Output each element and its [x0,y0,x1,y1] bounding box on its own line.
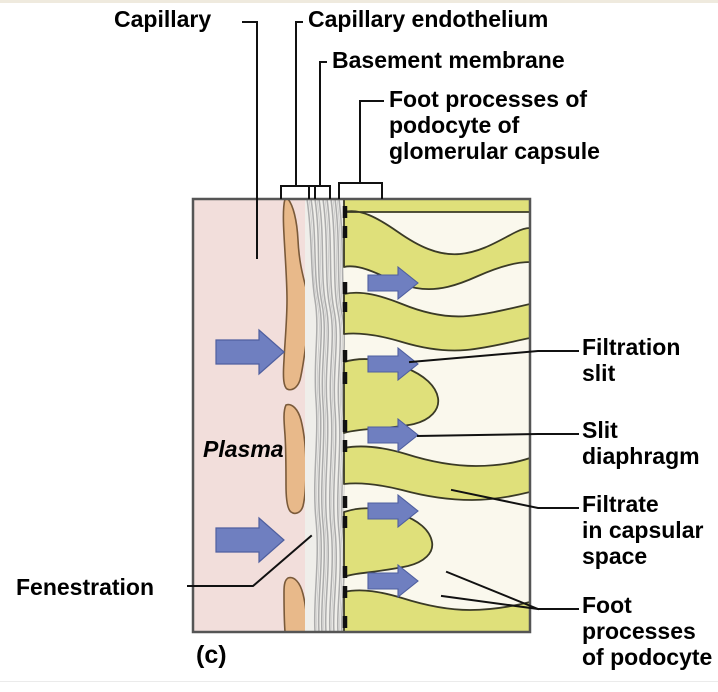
foot-process-4 [343,445,530,501]
leader-fenestration [187,534,313,587]
bracket-capillary-endothelium [280,185,316,199]
label-foot-processes-line3: glomerular capsule [389,138,600,164]
panel-label: (c) [196,641,227,669]
label-basement-membrane: Basement membrane [332,47,565,73]
label-fenestration: Fenestration [16,574,155,600]
bracket-basement-membrane [308,185,331,199]
label-filtration-slit-line2: slit [582,360,616,386]
leader-foot-processes-top [359,100,384,184]
bracket-foot-processes [338,182,383,199]
label-filtrate-line1: Filtrate [582,491,659,517]
leader-foot-processes-right-2 [445,570,540,611]
flow-arrow-plasma-2 [215,516,285,564]
top-strip [0,0,718,3]
flow-arrow-slit-2 [367,346,419,382]
foot-process-1 [343,199,530,291]
label-slit-diaphragm-line1: Slit [582,417,618,443]
label-filtration-slit-line1: Filtration [582,334,681,360]
leader-lines-group [187,21,579,611]
flow-arrow-plasma-1 [215,328,285,376]
foot-process-6 [343,589,530,632]
label-foot-processes-right-line1: Foot [582,592,632,618]
diagram-body [193,199,530,632]
podocyte-foot-processes-group [343,199,530,632]
flow-arrow-slit-3 [367,417,419,453]
capillary-endothelium-cells [282,199,310,632]
label-filtrate-line2: in capsular [582,517,704,543]
leader-slit-diaphragm [416,433,579,438]
flow-arrows-group [215,265,419,599]
footer-strip [0,681,718,692]
label-capillary: Capillary [114,6,212,32]
leader-basement-membrane [319,61,327,187]
endothelial-cell-middle [283,403,307,515]
label-foot-processes-line2: podocyte of [389,112,520,138]
label-plasma: Plasma [203,436,284,462]
leader-capillary-endothelium [295,21,303,187]
flow-arrow-slit-5 [367,563,419,599]
leader-filtrate-capsular-space [450,488,579,509]
leader-filtration-slit [408,350,579,364]
leader-capillary [242,21,258,259]
label-foot-processes-right-line2: processes [582,618,696,644]
endothelial-cell-bottom [283,576,308,632]
diagram-border [191,197,532,634]
flow-arrow-slit-1 [367,265,419,301]
endothelial-cell-top [282,199,310,391]
label-slit-diaphragm-line2: diaphragm [582,443,700,469]
basement-membrane-region [305,199,345,632]
label-capillary-endothelium: Capillary endothelium [308,6,549,32]
label-filtrate-line3: space [582,543,648,569]
label-foot-processes-line1: Foot processes of [389,86,588,112]
flow-arrow-slit-4 [367,493,419,529]
label-foot-processes-right-line3: of podocyte [582,644,713,670]
